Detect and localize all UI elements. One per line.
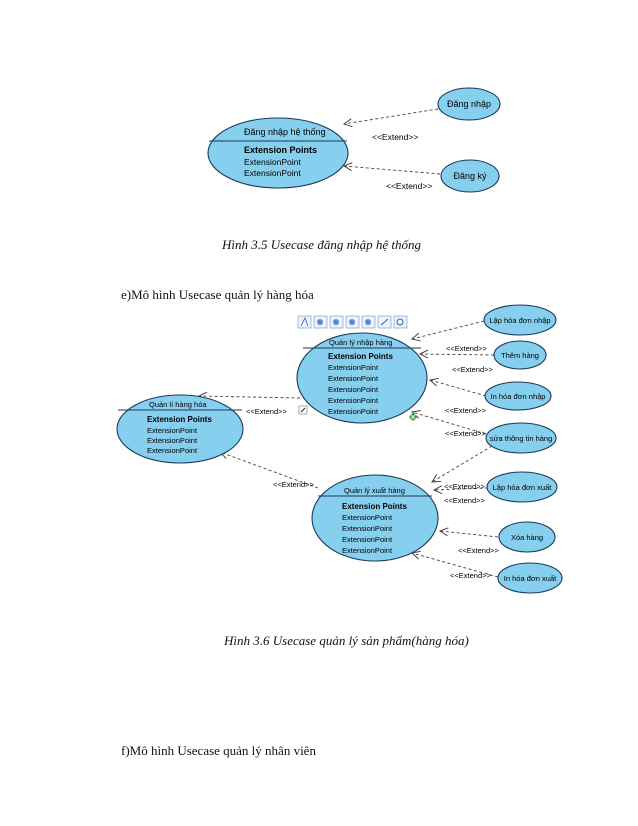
- usecase-in-hoa-don-xuat[interactable]: In hóa đơn xuất: [497, 562, 563, 594]
- usecase-name: Đăng nhập hệ thống: [244, 127, 326, 137]
- extend-line: [412, 412, 487, 435]
- extend-label: <<Extend>>: [246, 407, 287, 416]
- ext-point: ExtensionPoint: [342, 546, 393, 555]
- extend-register-line: [344, 166, 441, 175]
- ext-point: ExtensionPoint: [328, 363, 379, 372]
- usecase-sua-thong-tin-hang[interactable]: sửa thông tin hàng: [485, 422, 557, 454]
- extend-label: <<Extend>>: [444, 482, 485, 491]
- usecase-lap-hoa-don-xuat[interactable]: Lập hóa đơn xuất: [486, 471, 558, 503]
- extend-label: <<Extend>>: [450, 571, 491, 580]
- extend-label: <<Extend>>: [386, 181, 432, 191]
- extend-label: <<Extend>>: [273, 480, 314, 489]
- extend-label: <<Extend>>: [445, 429, 486, 438]
- usecase-label: Lập hóa đơn xuất: [493, 483, 553, 492]
- section-heading-e: e)Mô hình Usecase quản lý hàng hóa: [121, 287, 314, 302]
- figure-caption-3-5: Hình 3.5 Usecase đăng nhập hệ thống: [222, 237, 421, 252]
- extend-line: [412, 553, 499, 578]
- extend-label: <<Extend>>: [445, 406, 486, 415]
- ext-point: ExtensionPoint: [342, 513, 393, 522]
- usecase-label: Lập hóa đơn nhập: [489, 316, 550, 325]
- usecase-label: Đăng ký: [453, 171, 487, 181]
- extend-label: <<Extend>>: [372, 132, 418, 142]
- usecase-label: In hóa đơn xuất: [504, 574, 557, 583]
- ext-point: ExtensionPoint: [328, 396, 379, 405]
- ext-point: ExtensionPoint: [328, 385, 379, 394]
- ext-title: Extension Points: [244, 145, 317, 155]
- extend-line: [434, 488, 489, 490]
- extend-line: [412, 320, 485, 339]
- ext-point: ExtensionPoint: [342, 524, 393, 533]
- small-link-icon: [298, 405, 308, 415]
- extend-login-line: [344, 108, 439, 124]
- ext-point: ExtensionPoint: [328, 407, 379, 416]
- usecase-name: Quản lí hàng hóa: [149, 400, 207, 409]
- figure-caption-3-6: Hình 3.6 Usecase quản lý sản phẩm(hàng h…: [224, 633, 469, 648]
- ext-point: ExtensionPoint: [342, 535, 393, 544]
- usecase-label: Xóa hàng: [511, 533, 543, 542]
- ext-point: ExtensionPoint: [244, 168, 301, 178]
- usecase-label: Thêm hàng: [501, 351, 539, 360]
- ext-point: ExtensionPoint: [147, 426, 198, 435]
- figure-3-6: <<Extend>> <<Extend>> <<Extend>> <<Exten…: [116, 304, 563, 594]
- ext-point: ExtensionPoint: [244, 157, 301, 167]
- usecase-label: sửa thông tin hàng: [490, 434, 553, 443]
- extend-line: [420, 354, 495, 355]
- extend-label: <<Extend>>: [446, 344, 487, 353]
- extend-label: <<Extend>>: [452, 365, 493, 374]
- ext-title: Extension Points: [328, 352, 393, 361]
- ext-point: ExtensionPoint: [328, 374, 379, 383]
- usecase-quan-li-hang-hoa[interactable]: Quản lí hàng hóa Extension Points Extens…: [116, 394, 244, 464]
- extend-line: [440, 531, 499, 538]
- extend-line: [432, 445, 493, 482]
- extend-import-line: [199, 396, 301, 398]
- green-move-icon: [409, 413, 417, 421]
- ext-title: Extension Points: [342, 502, 407, 511]
- usecase-lap-hoa-don-nhap[interactable]: Lập hóa đơn nhập: [483, 304, 557, 336]
- extend-label: <<Extend>>: [444, 496, 485, 505]
- usecase-dang-nhap-he-thong[interactable]: Đăng nhập hệ thống Extension Points Exte…: [207, 117, 349, 189]
- usecase-dang-nhap[interactable]: Đăng nhập: [437, 87, 501, 121]
- toolbar-icon[interactable]: [393, 315, 408, 329]
- usecase-xoa-hang[interactable]: Xóa hàng: [498, 521, 556, 553]
- figure-3-5: <<Extend>> <<Extend>> Đăng nhập hệ thống…: [207, 87, 501, 193]
- usecase-quan-ly-xuat-hang[interactable]: Quản lý xuất hàng Extension Points Exten…: [311, 474, 439, 562]
- usecase-them-hang[interactable]: Thêm hàng: [493, 340, 547, 370]
- usecase-quan-ly-nhap-hang[interactable]: Quản lý nhập hàng Extension Points Exten…: [296, 332, 428, 424]
- extend-line: [430, 380, 487, 397]
- ext-point: ExtensionPoint: [147, 446, 198, 455]
- toolbar-icon[interactable]: [297, 315, 312, 329]
- usecase-label: Đăng nhập: [447, 99, 491, 109]
- usecase-dang-ky[interactable]: Đăng ký: [440, 159, 500, 193]
- ext-title: Extension Points: [147, 415, 212, 424]
- extend-label: <<Extend>>: [458, 546, 499, 555]
- usecase-label: In hóa đơn nhập: [491, 392, 546, 401]
- usecase-name: Quản lý nhập hàng: [329, 338, 392, 347]
- diagram-toolbar: [297, 315, 408, 329]
- ext-point: ExtensionPoint: [147, 436, 198, 445]
- extend-export-line: [220, 452, 319, 489]
- usecase-in-hoa-don-nhap[interactable]: In hóa đơn nhập: [484, 381, 552, 411]
- section-heading-f: f)Mô hình Usecase quản lý nhân viên: [121, 743, 316, 758]
- usecase-name: Quản lý xuất hàng: [344, 486, 405, 495]
